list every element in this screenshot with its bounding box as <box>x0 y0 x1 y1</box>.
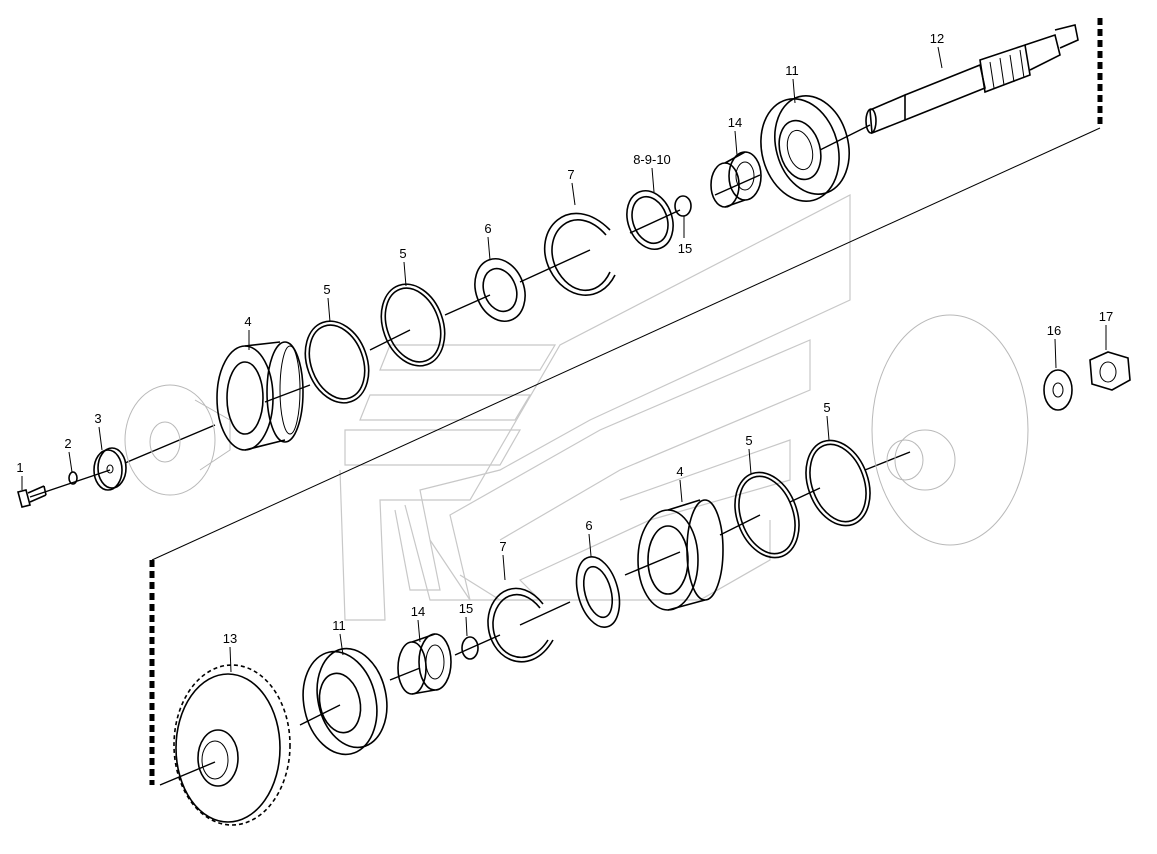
part-7-snap-ring-upper <box>544 212 616 296</box>
part-4-housing-lower <box>637 499 724 611</box>
label-6-lower: 6 <box>585 518 592 533</box>
label-2: 2 <box>64 436 71 451</box>
label-6-upper: 6 <box>484 221 491 236</box>
label-17: 17 <box>1099 309 1113 324</box>
part-14-bearing-lower <box>397 633 452 695</box>
label-11-lower: 11 <box>332 618 346 633</box>
part-11-bearing-lower <box>302 647 388 756</box>
part-2-washer <box>68 471 78 485</box>
label-7-upper: 7 <box>567 167 574 182</box>
label-1: 1 <box>16 460 23 475</box>
part-16-washer <box>1043 369 1073 411</box>
part-6-seal-lower <box>575 556 621 628</box>
part-5-ring-d <box>734 471 800 559</box>
part-15-ring-lower <box>461 636 479 660</box>
label-11-upper: 11 <box>785 63 799 78</box>
label-3: 3 <box>94 411 101 426</box>
label-5-d: 5 <box>745 433 752 448</box>
label-8-9-10: 8-9-10 <box>633 152 671 167</box>
label-16: 16 <box>1047 323 1061 338</box>
part-8-9-10-plate <box>626 190 674 250</box>
leader-lines <box>21 46 1107 673</box>
label-7-lower: 7 <box>499 539 506 554</box>
part-5-ring-c <box>805 439 871 527</box>
part-1-bolt <box>17 485 47 508</box>
part-4-housing-upper <box>216 341 304 451</box>
label-14-lower: 14 <box>411 604 425 619</box>
separator-diagonal <box>151 127 1101 561</box>
label-5-b: 5 <box>399 246 406 261</box>
label-15-upper: 15 <box>678 241 692 256</box>
label-5-c: 5 <box>823 400 830 415</box>
disc-faint <box>871 314 1029 546</box>
label-4-lower: 4 <box>676 464 683 479</box>
watermark-logo <box>339 194 851 621</box>
label-5-a: 5 <box>323 282 330 297</box>
part-5-ring-a <box>304 320 370 404</box>
label-12: 12 <box>930 31 944 46</box>
label-4-upper: 4 <box>244 314 251 329</box>
part-11-bearing-upper <box>760 95 850 202</box>
part-13-gear <box>173 664 291 826</box>
part-7-snap-ring-lower <box>487 587 554 663</box>
part-17-nut <box>1089 351 1131 391</box>
label-15-lower: 15 <box>459 601 473 616</box>
axis-lower <box>159 451 911 786</box>
part-5-ring-b <box>380 283 446 367</box>
part-14-bearing-upper <box>710 151 762 208</box>
axis-upper <box>29 124 871 498</box>
part-12-shaft <box>865 24 1079 135</box>
part-15-ring-upper <box>674 195 692 217</box>
label-13: 13 <box>223 631 237 646</box>
label-14-upper: 14 <box>728 115 742 130</box>
flange-faint <box>124 384 231 496</box>
part-3-disc <box>93 447 127 491</box>
part-6-seal-upper <box>474 258 526 322</box>
